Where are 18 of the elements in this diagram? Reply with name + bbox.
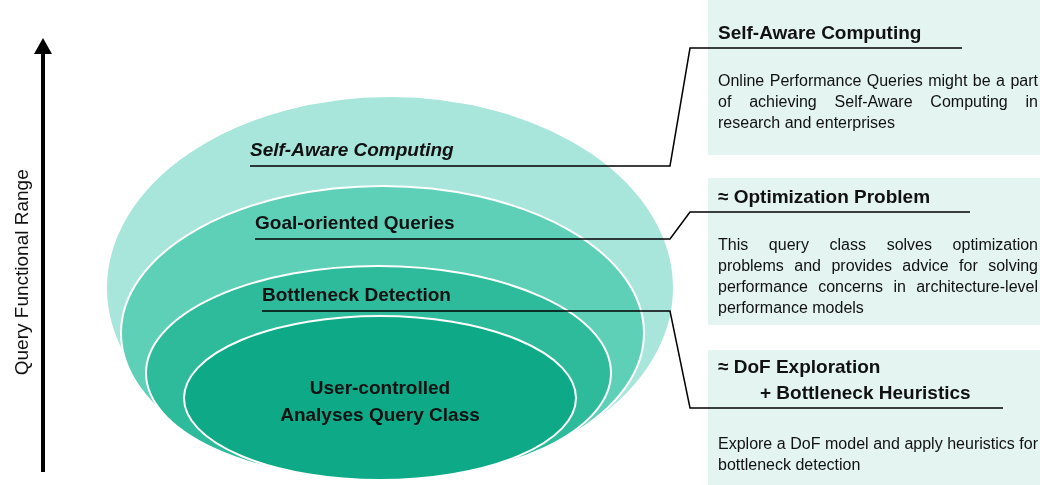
layer-label: User-controlled Analyses Query Class <box>279 376 481 427</box>
info-panel <box>708 178 1040 325</box>
panel-heading: + Bottleneck Heuristics <box>760 381 971 405</box>
info-panel <box>708 0 1040 155</box>
info-panel <box>708 350 1040 485</box>
layer-label: Self-Aware Computing <box>250 138 455 162</box>
layer-label: Bottleneck Detection <box>262 283 452 307</box>
leader-line <box>249 47 963 167</box>
panel-heading: Self-Aware Computing <box>718 21 922 45</box>
panel-description: This query class solves optimization problems and provides advice for solving performance concerns in architecture-level performance models <box>718 235 1038 318</box>
axis-label: Query Functional Range <box>9 168 33 378</box>
panel-description: Explore a DoF model and apply heuristics for bottleneck detection <box>718 434 1038 475</box>
leader-line <box>254 211 971 240</box>
panel-heading: ≈ Optimization Problem <box>718 185 931 209</box>
panel-heading: ≈ DoF Exploration <box>718 355 881 379</box>
leader-line <box>261 310 1004 409</box>
layer-label: Goal-oriented Queries <box>255 211 456 235</box>
panel-description: Online Performance Queries might be a part of achieving Self-Aware Computing in research and enterprises <box>718 71 1038 133</box>
